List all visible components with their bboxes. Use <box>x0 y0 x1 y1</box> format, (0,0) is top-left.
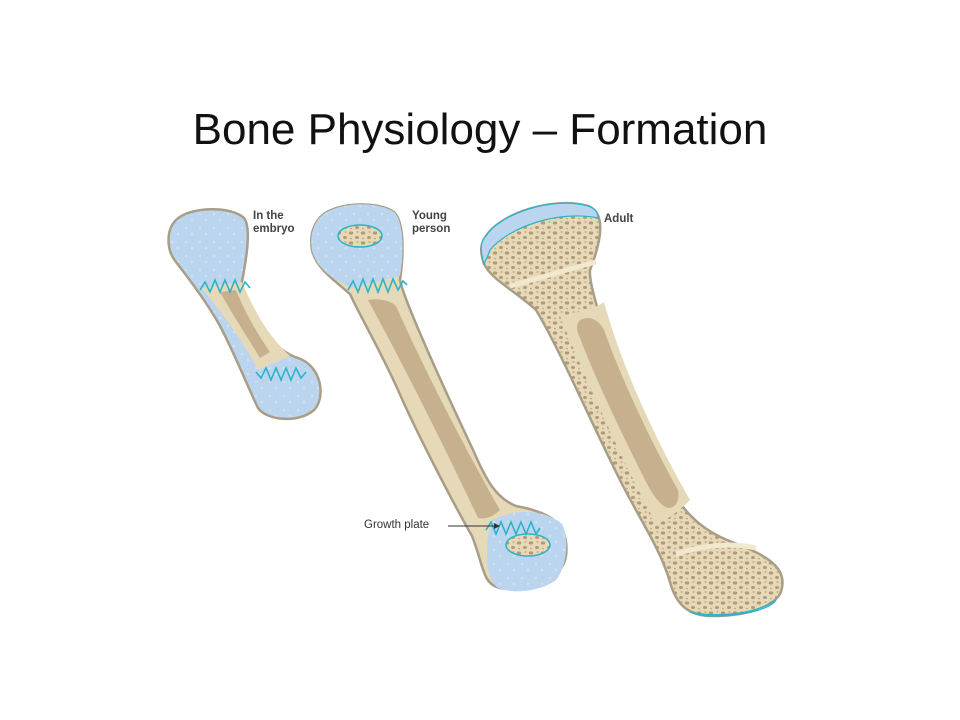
adult-upper-articular-cartilage <box>480 202 599 266</box>
embryo-label-line1: In the <box>253 210 284 222</box>
young-upper-growth-plate <box>347 276 408 295</box>
adult-lower-epiphyseal-line <box>675 542 757 557</box>
young-upper-ossification-center <box>337 224 383 248</box>
embryo-marrow <box>220 290 270 358</box>
young-lower-growth-plate <box>485 519 541 537</box>
young-lower-ossification-center <box>505 533 551 557</box>
adult-medullary-cavity <box>577 318 679 508</box>
slide-title: Bone Physiology – Formation <box>192 105 768 154</box>
adult-label: Adult <box>604 213 634 225</box>
growth-plate-label: Growth plate <box>364 519 429 531</box>
young-bone: Young person Growth plate <box>310 203 568 592</box>
embryo-label-line2: embryo <box>253 223 295 235</box>
young-label-line1: Young <box>412 210 447 222</box>
young-marrow-cavity <box>368 299 500 519</box>
embryo-upper-ossification-front <box>199 277 251 295</box>
embryo-lower-ossification-front <box>255 365 307 383</box>
adult-bone: Adult <box>480 201 784 618</box>
adult-upper-epiphyseal-line <box>509 259 597 289</box>
young-label-line2: person <box>412 223 450 235</box>
growth-plate-arrowhead <box>494 523 500 529</box>
embryo-bone: In the embryo <box>167 208 322 421</box>
adult-lower-articular-cartilage <box>689 599 777 617</box>
